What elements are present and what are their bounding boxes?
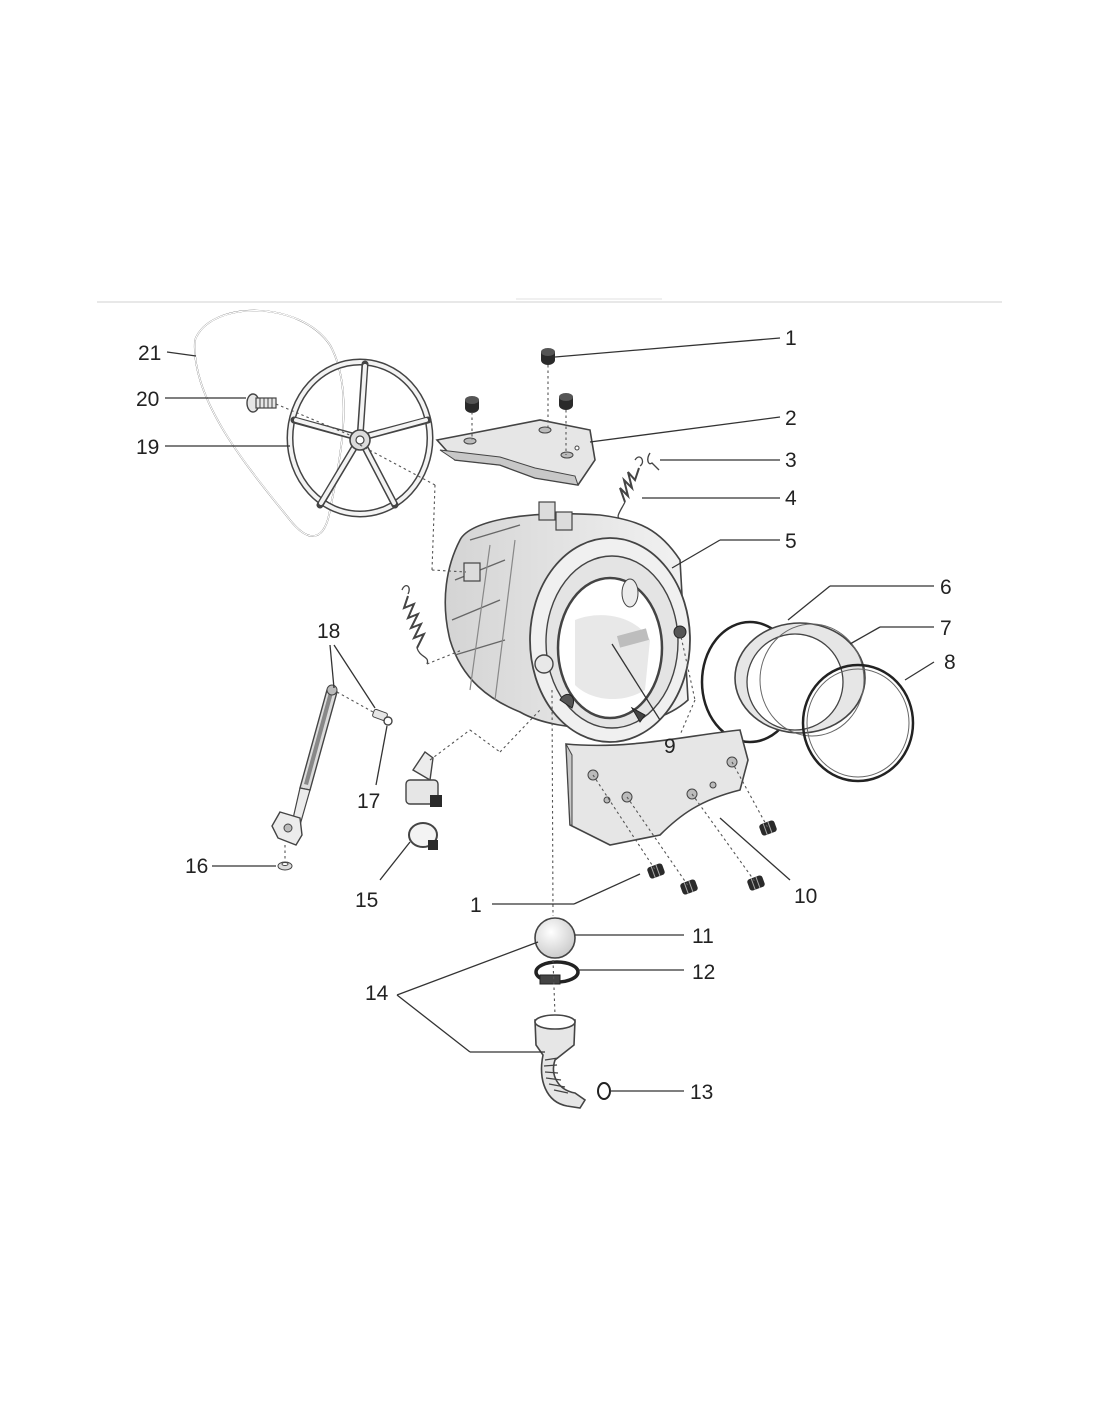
callout-3: 3 [785, 449, 797, 472]
callout-11: 11 [692, 925, 714, 948]
callout-10: 10 [794, 885, 817, 908]
pressure-chamber [405, 750, 442, 850]
callout-labels: 1 2 3 4 5 6 7 8 9 10 1 11 12 13 14 15 16… [136, 327, 956, 1104]
callout-1-bottom: 1 [470, 894, 482, 917]
callout-7: 7 [940, 617, 952, 640]
door-gasket [734, 622, 866, 737]
assembly-guide-lines [275, 365, 769, 1016]
drain-hose [534, 1014, 587, 1109]
spring-clip [647, 452, 660, 471]
shock-absorber [271, 684, 338, 846]
pulley-bolt [246, 393, 277, 413]
callout-19: 19 [136, 436, 159, 459]
callout-20: 20 [136, 388, 159, 411]
callout-12: 12 [692, 961, 715, 984]
callout-13: 13 [690, 1081, 713, 1104]
callout-2: 2 [785, 407, 797, 430]
top-buffers [465, 348, 573, 413]
callout-21: 21 [138, 342, 161, 365]
callout-5: 5 [785, 530, 797, 553]
gasket-clamp [801, 663, 915, 783]
callout-15: 15 [355, 889, 378, 912]
callout-18: 18 [317, 620, 340, 643]
callout-9: 9 [664, 735, 676, 758]
hose-clamp [534, 960, 580, 985]
drain-ball [534, 917, 576, 959]
upper-spring [617, 456, 644, 521]
callout-4: 4 [785, 487, 797, 510]
top-counterweight [435, 419, 596, 486]
callout-17: 17 [357, 790, 380, 813]
absorber-nut [277, 861, 293, 871]
tub-assembly [444, 501, 691, 743]
leader-lines [165, 337, 935, 1092]
callout-6: 6 [940, 576, 952, 599]
drive-belt [194, 309, 345, 537]
callout-8: 8 [944, 651, 956, 674]
hose-o-ring [597, 1082, 611, 1100]
drum-pulley [286, 358, 434, 518]
absorber-pin [372, 708, 393, 726]
left-spring [401, 585, 429, 665]
callout-16: 16 [185, 855, 208, 878]
bottom-buffers [647, 820, 777, 895]
callout-14: 14 [365, 982, 389, 1005]
callout-1-top: 1 [785, 327, 797, 350]
bottom-counterweight [565, 729, 749, 846]
